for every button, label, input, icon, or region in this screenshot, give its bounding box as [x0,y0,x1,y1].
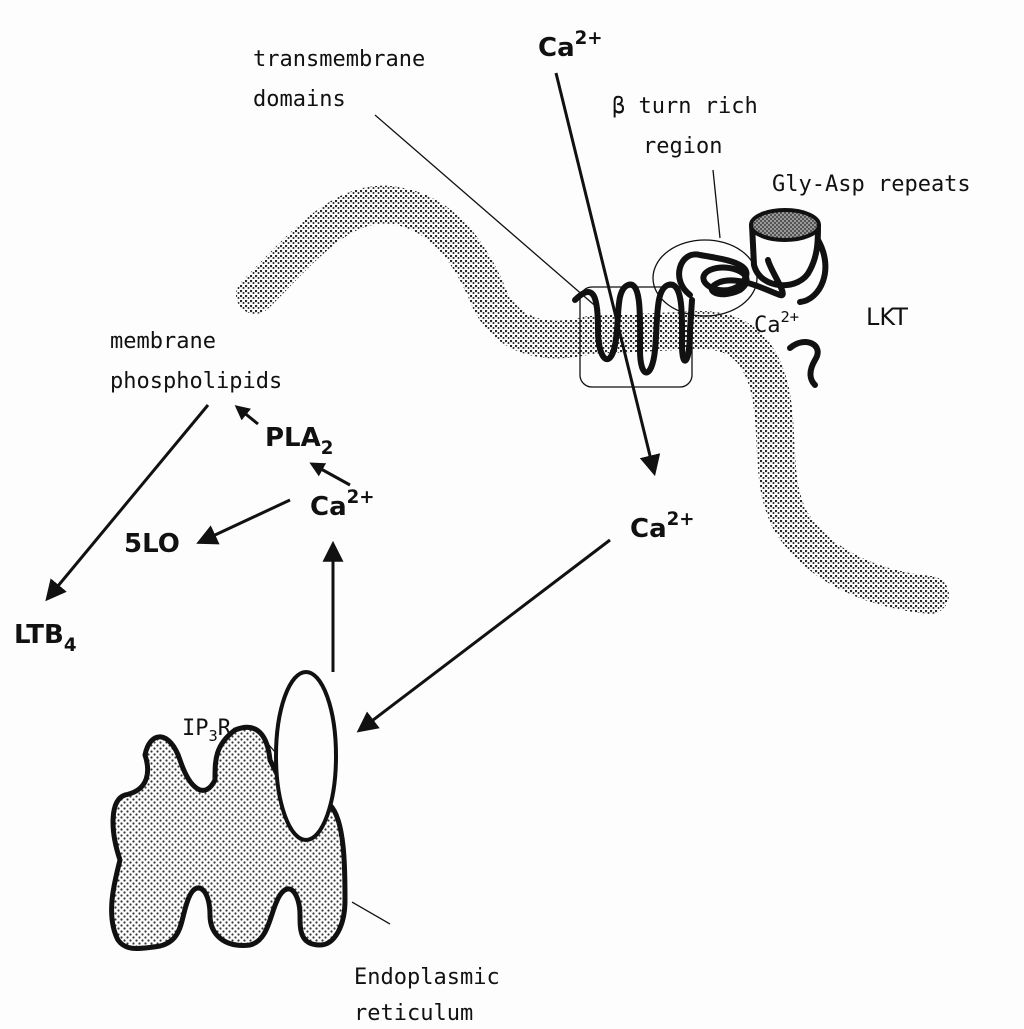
arrow-ca-to-5lo [200,500,290,542]
label-pla2: PLA2 [265,423,333,459]
label-endoplasmic: Endoplasmic [354,965,500,990]
cell-membrane [255,205,930,595]
arrow-pla2-to-phospholipids [237,407,258,424]
ip3r-channel [276,672,336,840]
label-5lo: 5LO [124,529,180,559]
leader-er [352,902,390,924]
label-ca-bound: Ca2+ [754,308,799,338]
label-region: region [643,134,722,159]
label-transmembrane: transmembrane [253,47,425,72]
label-reticulum: reticulum [354,1001,473,1026]
label-ca-top: Ca2+ [538,28,603,63]
label-ca-er: Ca2+ [310,487,375,522]
label-ip3r: IP3R [182,716,232,745]
gly-asp-cap [751,210,819,240]
label-lkt: LKT [866,303,908,331]
label-ltb4: LTB4 [14,620,76,656]
arrow-ca-to-ip3r [360,540,610,730]
arrow-ca-to-pla2 [312,464,350,485]
arrow-ca-influx [556,73,654,472]
label-membrane: membrane [110,329,216,354]
label-phospholipids: phospholipids [110,369,282,394]
label-ca-cyto: Ca2+ [630,509,695,544]
label-gly-asp: Gly-Asp repeats [772,172,971,197]
label-beta-turn: β turn rich [612,94,758,119]
label-domains: domains [253,87,346,112]
lkt-hook [790,342,818,385]
beta-turn-coil [679,254,783,295]
arrow-phospholipids-to-ltb4 [48,405,208,598]
leader-beta-turn [713,170,720,238]
